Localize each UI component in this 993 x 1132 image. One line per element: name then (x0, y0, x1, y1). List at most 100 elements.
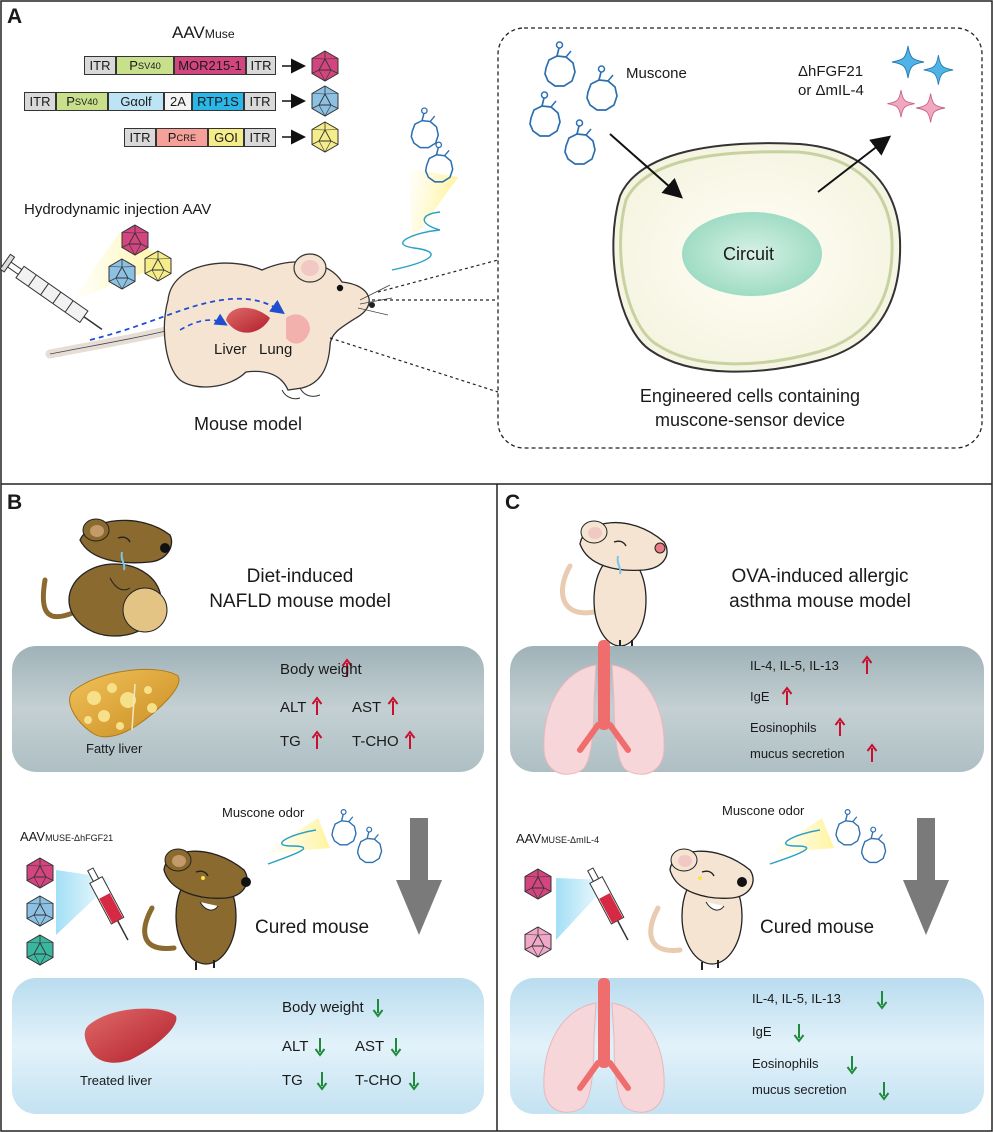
odor-wave-b (267, 829, 317, 865)
metric-tcho: T-CHO (355, 1072, 402, 1089)
metric-eosinophils: Eosinophils (750, 720, 817, 735)
metric-alt: ALT (280, 699, 307, 716)
aav-capsid-pink-icon (524, 868, 552, 900)
metric-eosinophils: Eosinophils (752, 1056, 819, 1071)
galphaolf-block: Gαolf (108, 92, 164, 111)
muscone-odor-label: Muscone odor (222, 805, 305, 820)
metric-interleukins: IL-4, IL-5, IL-13 (750, 658, 839, 673)
hfgf21-sparkle-icon (891, 45, 925, 79)
mil4-sparkle-icon (886, 89, 916, 118)
sick-mouse-cream (560, 520, 668, 648)
muscone-molecule-icon (860, 826, 887, 864)
metric-mucus: mucus secretion (752, 1082, 847, 1097)
zoom-lines (329, 259, 499, 393)
itr-block: ITR (84, 56, 116, 75)
aav-capsid-blue-icon (311, 85, 339, 117)
aav-capsid-pink-icon (311, 50, 339, 82)
metric-ige: IgE (750, 689, 770, 704)
muscone-molecule-icon (331, 808, 357, 846)
output-label-1: ΔhFGF21 (798, 63, 864, 80)
circuit-label: Circuit (723, 244, 775, 264)
panel-label-a: A (7, 5, 23, 28)
metric-ast: AST (352, 699, 382, 716)
syringe-icon (587, 867, 629, 941)
aav-capsid-teal-icon (26, 934, 54, 966)
fatty-liver-label: Fatty liver (86, 741, 143, 756)
cured-mouse-cream (648, 848, 754, 970)
itr-block: ITR (244, 128, 276, 147)
aav-capsid-yellow-icon (311, 121, 339, 153)
panel-b-title-line2: NAFLD mouse model (209, 591, 391, 612)
muscone-cluster (529, 41, 618, 165)
panel-label-b: B (7, 491, 23, 514)
output-label-2: or ΔmIL-4 (798, 82, 864, 99)
muscone-label: Muscone (626, 65, 687, 82)
progress-arrow-c (903, 818, 949, 935)
aav-treatment-label: AAVMUSE-ΔhFGF21 (20, 829, 114, 844)
sick-mouse-brown (40, 518, 173, 637)
goi-block: GOI (208, 128, 244, 147)
cassette-arrows (282, 58, 306, 145)
metric-body-weight: Body weight (282, 999, 364, 1016)
panel-b-title-line1: Diet-induced (246, 566, 354, 587)
itr-block: ITR (124, 128, 156, 147)
muscone-molecule-icon (356, 826, 383, 864)
hfgf21-sparkle-icon (923, 54, 954, 86)
syringe-icon (0, 253, 103, 330)
engineered-cells-line1: Engineered cells containing (639, 386, 861, 406)
rtp1s-block: RTP1S (192, 92, 244, 111)
treated-liver-label: Treated liver (80, 1073, 152, 1088)
aav-capsid-pink-icon (26, 857, 54, 889)
metric-mucus: mucus secretion (750, 746, 845, 761)
aav-muse-title: AAVMuse (172, 23, 235, 42)
mouse-model-illustration (45, 253, 393, 400)
engineered-cells-line2: muscone-sensor device (654, 410, 846, 430)
mouse-model-label: Mouse model (194, 414, 303, 434)
aav-treatment-label: AAVMUSE-ΔmIL-4 (516, 831, 600, 846)
panel-b-treated-bg (12, 978, 484, 1114)
cured-mouse-label: Cured mouse (760, 917, 875, 938)
treatment-beam-c (556, 878, 606, 940)
metric-tg: TG (280, 733, 301, 750)
odor-wave-c (769, 829, 821, 865)
metric-ast: AST (355, 1038, 385, 1055)
panel-c-title-line1: OVA-induced allergic (731, 566, 909, 587)
progress-arrow-b (396, 818, 442, 935)
mil4-sparkle-icon (915, 93, 946, 123)
fatty-liver-icon (69, 668, 180, 738)
metric-alt: ALT (282, 1038, 309, 1055)
treated-liver-icon (84, 1008, 177, 1063)
metric-ige: IgE (752, 1024, 772, 1039)
muscone-molecule-icon (410, 107, 440, 149)
muscone-molecule-icon (835, 808, 861, 846)
2a-block: 2A (164, 92, 192, 111)
itr-block: ITR (246, 56, 276, 75)
itr-block: ITR (24, 92, 56, 111)
mor215-block: MOR215-1 (174, 56, 246, 75)
aav-capsid-blue-icon (26, 895, 54, 927)
injection-label: Hydrodynamic injection AAV (24, 201, 212, 218)
panel-c-title-line2: asthma mouse model (729, 591, 911, 612)
panel-label-c: C (505, 491, 521, 514)
syringe-icon (87, 867, 129, 941)
metric-interleukins: IL-4, IL-5, IL-13 (752, 991, 841, 1006)
metric-body-weight: Body weight (280, 661, 362, 678)
lung-label: Lung (259, 341, 293, 358)
input-arrow (609, 133, 683, 199)
itr-block: ITR (244, 92, 276, 111)
odor-beam-a (406, 168, 459, 241)
metric-tg: TG (282, 1072, 303, 1089)
odor-beam-c (768, 818, 834, 854)
metric-tcho: T-CHO (352, 733, 399, 750)
odor-wave-a (391, 211, 441, 271)
aav-capsid-lightpink-icon (524, 926, 552, 958)
circuit-nucleus (682, 212, 822, 296)
odor-beam-b (262, 818, 330, 854)
cured-mouse-brown (142, 848, 251, 970)
muscone-odor-label: Muscone odor (722, 803, 805, 818)
liver-label: Liver (214, 341, 247, 358)
